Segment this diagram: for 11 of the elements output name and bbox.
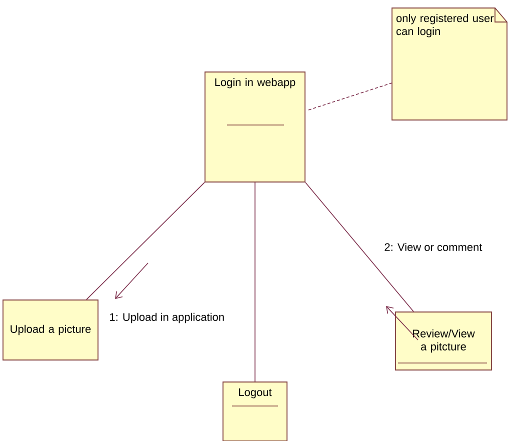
edge-label: 1: Upload in application	[108, 312, 226, 324]
edge-label: 2: View or comment	[383, 242, 484, 252]
object-box: Upload a picture	[2, 300, 98, 360]
object-box: Logout	[222, 382, 288, 441]
link-line	[308, 82, 392, 110]
link-line	[86, 182, 205, 300]
link-line	[305, 182, 414, 312]
object-box: Login in webapp	[204, 72, 306, 182]
link-line	[254, 182, 256, 382]
note: only registered user can login	[392, 8, 508, 120]
object-box: Review/View a pitcture	[395, 312, 492, 370]
